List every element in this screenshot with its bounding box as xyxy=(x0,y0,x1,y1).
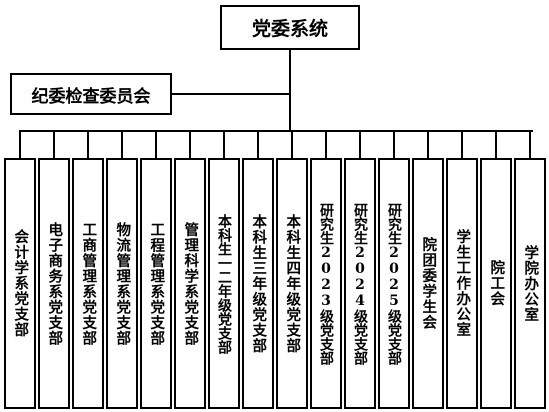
branch-node-engineering-mgmt: 工程管理系党支部 xyxy=(140,158,172,409)
branch-drop-line xyxy=(393,130,395,158)
branch-drop-line xyxy=(325,130,327,158)
branch-drop-line xyxy=(121,130,123,158)
branch-drop-line xyxy=(223,130,225,158)
branch-node-grad-2023: 研究生2023级党支部 xyxy=(310,158,342,409)
branch-drop-line xyxy=(359,130,361,158)
branch-node-logistics: 物流管理系党支部 xyxy=(106,158,138,409)
branch-label: 本科生三年级党支部 xyxy=(250,213,268,354)
branch-label: 管理科学系党支部 xyxy=(182,221,200,346)
branch-drop-line xyxy=(257,130,259,158)
branch-bus-line xyxy=(20,130,533,132)
branch-node-ecommerce: 电子商务系党支部 xyxy=(38,158,70,409)
branch-drop-line xyxy=(495,130,497,158)
branch-drop-line xyxy=(53,130,55,158)
root-node-label: 党委系统 xyxy=(251,18,328,40)
branch-node-labor-union: 院工会 xyxy=(480,158,512,409)
branch-drop-line xyxy=(291,130,293,158)
branch-node-grad-2024: 研究生2024级党支部 xyxy=(344,158,376,409)
branch-node-college-office: 学院办公室 xyxy=(514,158,546,409)
branch-label: 研究生2024级党支部 xyxy=(352,202,368,365)
branch-node-undergrad-3: 本科生三年级党支部 xyxy=(242,158,274,409)
branch-label: 学院办公室 xyxy=(522,244,540,323)
branch-label: 本科生四年级党支部 xyxy=(284,213,302,354)
branch-drop-line xyxy=(87,130,89,158)
branch-node-undergrad-1-2: 本科生一二年级党支部 xyxy=(208,158,240,409)
branch-label: 研究生2025级党支部 xyxy=(386,202,402,365)
branch-node-youth-league: 院团委学生会 xyxy=(412,158,444,409)
branch-node-student-affairs: 学生工作办公室 xyxy=(446,158,478,409)
branch-label: 学生工作办公室 xyxy=(454,229,472,338)
branch-label: 会计学系党支部 xyxy=(12,229,30,338)
side-connector-line xyxy=(172,93,290,95)
branch-drop-line xyxy=(189,130,191,158)
root-trunk-line xyxy=(289,50,291,131)
branch-label: 电子商务系党支部 xyxy=(46,221,64,346)
branch-node-grad-2025: 研究生2025级党支部 xyxy=(378,158,410,409)
side-node: 纪委检查委员会 xyxy=(10,73,172,115)
branch-label: 本科生一二年级党支部 xyxy=(216,213,232,354)
branch-drop-line xyxy=(19,130,21,158)
root-node: 党委系统 xyxy=(220,5,360,50)
branch-label: 院团委学生会 xyxy=(420,237,438,330)
branch-label: 物流管理系党支部 xyxy=(114,221,132,346)
branch-label: 研究生2023级党支部 xyxy=(318,202,334,365)
branch-drop-line xyxy=(529,130,531,158)
branch-drop-line xyxy=(461,130,463,158)
branch-node-accounting: 会计学系党支部 xyxy=(4,158,36,409)
branch-drop-line xyxy=(427,130,429,158)
branch-label: 工程管理系党支部 xyxy=(148,221,166,346)
branch-label: 工商管理系党支部 xyxy=(80,221,98,346)
side-node-label: 纪委检查委员会 xyxy=(31,86,151,107)
branch-label: 院工会 xyxy=(488,260,506,307)
branch-node-management-science: 管理科学系党支部 xyxy=(174,158,206,409)
branch-node-undergrad-4: 本科生四年级党支部 xyxy=(276,158,308,409)
branch-drop-line xyxy=(155,130,157,158)
branch-node-business-admin: 工商管理系党支部 xyxy=(72,158,104,409)
